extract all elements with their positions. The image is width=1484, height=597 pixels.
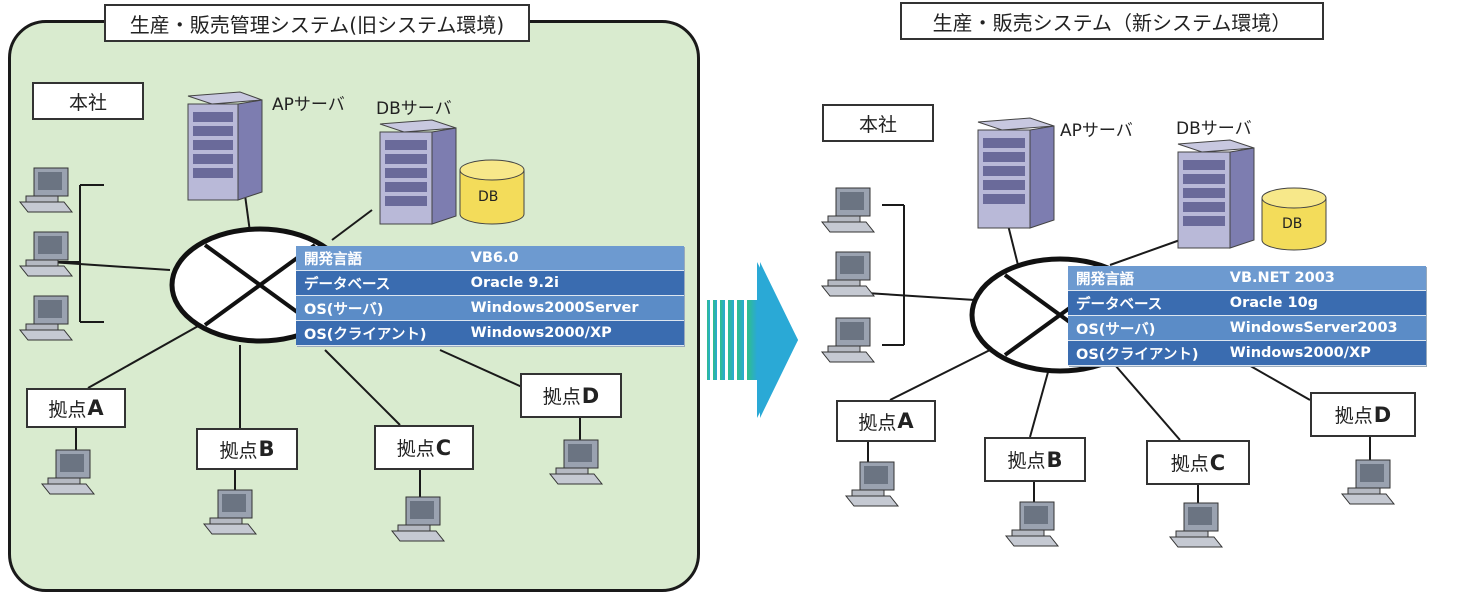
new-db-label: DB (1282, 216, 1303, 232)
ap-server-label: APサーバ (272, 95, 345, 115)
db-server-label: DBサーバ (376, 99, 452, 119)
client-pc-icon (18, 167, 74, 213)
new-client-pc-icon (820, 187, 876, 233)
site-pc-icon (202, 489, 258, 535)
new-site-pc-icon (844, 461, 900, 507)
spec-key: OS(サーバ) (1068, 315, 1222, 341)
client-pc-icon (18, 231, 74, 277)
new-site-pc-icon (1168, 502, 1224, 548)
spec-value: Windows2000/XP (1221, 340, 1426, 366)
site-letter: D (1373, 402, 1392, 427)
spec-key: OS(クライアント) (1068, 340, 1222, 366)
hq-clients-link (49, 261, 171, 271)
new-site-b-link (1029, 364, 1051, 438)
spec-value: VB6.0 (462, 246, 684, 271)
db-cylinder-icon (459, 159, 525, 225)
site-letter: A (897, 409, 914, 433)
site-prefix: 拠点 (48, 398, 87, 421)
spec-key: 開発言語 (296, 246, 463, 271)
new-ap-server-icon (977, 117, 1055, 229)
site-pc-icon (40, 449, 96, 495)
spec-row: OS(クライアント)Windows2000/XP (1068, 340, 1426, 366)
db-server-icon (379, 119, 457, 225)
spec-key: 開発言語 (1068, 266, 1222, 291)
spec-row: OS(サーバ)Windows2000Server (296, 295, 684, 321)
new-client-pc-icon (820, 251, 876, 297)
spec-key: データベース (1068, 290, 1222, 316)
db-server-link (331, 209, 373, 241)
site-d-link (439, 349, 523, 388)
site-prefix: 拠点 (1007, 450, 1046, 472)
site-prefix: 拠点 (219, 439, 258, 462)
site-letter: A (87, 396, 104, 420)
new-db-server-label: DBサーバ (1176, 119, 1252, 139)
site-letter: D (581, 383, 600, 408)
new-ap-server-link (1007, 224, 1019, 266)
new-site-d-link (1239, 359, 1311, 401)
spec-row: OS(サーバ)WindowsServer2003 (1068, 315, 1426, 341)
site-c-link (324, 349, 401, 426)
spec-value: WindowsServer2003 (1221, 315, 1426, 341)
new-system-title: 生産・販売システム（新システム環境） (900, 2, 1324, 40)
new-hq-label: 本社 (822, 104, 934, 142)
new-site-c-link (1114, 364, 1181, 441)
db-label: DB (478, 189, 499, 205)
hq-label: 本社 (32, 82, 144, 120)
site-a-link (87, 324, 201, 389)
site-letter: C (435, 435, 452, 460)
site-prefix: 拠点 (1334, 405, 1373, 427)
new-db-server-link (1109, 239, 1181, 266)
new-site-a-link (889, 344, 1001, 401)
site-letter: B (1046, 447, 1063, 472)
site-letter: B (258, 437, 275, 461)
spec-row: OS(クライアント)Windows2000/XP (296, 320, 684, 346)
new-ap-server-label: APサーバ (1060, 121, 1133, 141)
spec-key: OS(クライアント) (296, 320, 463, 346)
spec-value: Oracle 10g (1221, 290, 1426, 316)
spec-key: OS(サーバ) (296, 295, 463, 321)
spec-value: Windows2000Server (462, 295, 684, 321)
client-pc-icon (18, 295, 74, 341)
site-pc-icon (390, 496, 446, 542)
site-prefix: 拠点 (396, 438, 435, 460)
site-prefix: 拠点 (858, 411, 897, 434)
site-letter: C (1209, 450, 1226, 475)
ap-server-link (244, 194, 251, 233)
new-site-pc-icon (1340, 459, 1396, 505)
migration-arrow-icon (707, 262, 798, 420)
ap-server-icon (187, 91, 263, 201)
site-prefix: 拠点 (542, 386, 581, 408)
new-db-cylinder-icon (1261, 187, 1327, 251)
site-prefix: 拠点 (1170, 453, 1209, 475)
spec-value: Oracle 9.2i (462, 270, 684, 296)
new-client-pc-icon (820, 317, 876, 363)
new-site-pc-icon (1004, 501, 1060, 547)
old-system-title: 生産・販売管理システム(旧システム環境) (104, 4, 530, 42)
spec-key: データベース (296, 270, 463, 296)
site-pc-icon (548, 439, 604, 485)
spec-value: VB.NET 2003 (1221, 266, 1426, 291)
spec-value: Windows2000/XP (462, 320, 684, 346)
new-db-server-icon (1177, 139, 1255, 249)
